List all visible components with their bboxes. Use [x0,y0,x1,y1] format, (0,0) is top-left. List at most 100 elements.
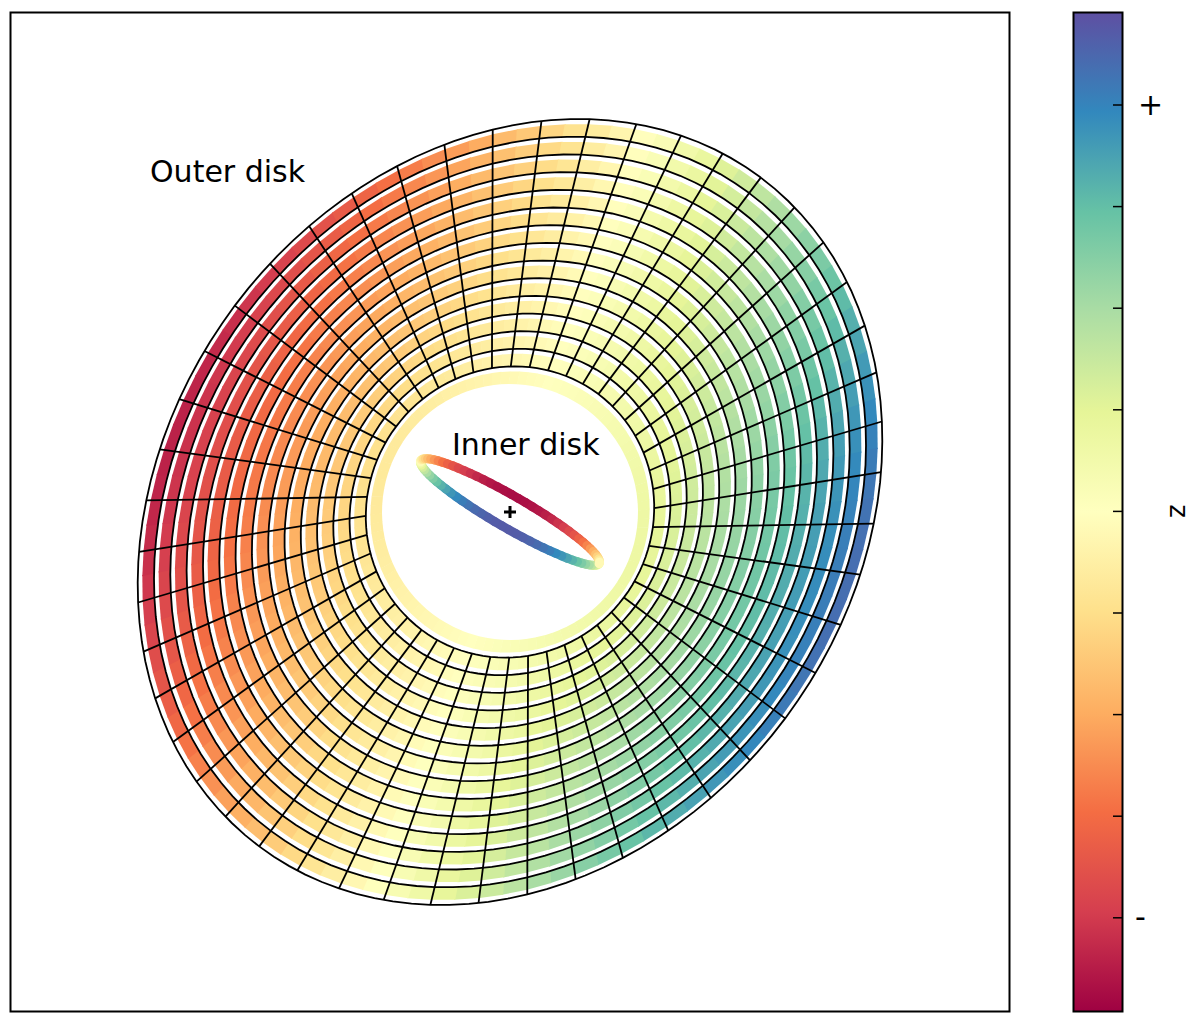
spoke-line [160,449,371,478]
spoke-line [138,535,367,603]
spoke-line [611,612,750,760]
ring-line [317,314,703,711]
ring-line [154,137,866,887]
ring-line [333,331,686,693]
colorbar-tick [1113,511,1123,513]
inner-disk [420,459,599,566]
ring-line [285,278,736,746]
disk-cell [464,833,487,847]
disk-cell [653,517,666,528]
spoke-line [643,564,841,625]
colorbar-tick [1113,917,1123,919]
colorbar-end-label: + [1138,90,1163,120]
spoke-line [649,546,860,575]
spoke-line [653,421,882,489]
colorbar-tick [1113,409,1123,411]
disk-cell [398,158,425,181]
spoke-line [155,571,376,698]
disk-cell [637,518,649,528]
colorbar-tick [1113,714,1123,716]
spoke-line [644,326,865,453]
outer-disk [138,119,883,905]
colorbar-tick [1113,612,1123,614]
disk-cell [483,373,492,387]
colorbar-end-label: - [1135,902,1146,932]
ring-line [187,172,834,852]
disk-cell [638,509,650,520]
disk-cell [371,496,383,506]
ring-line [301,296,719,728]
spoke-line [583,154,723,384]
spoke-line [624,597,785,718]
spoke-line [225,618,407,817]
spoke-line [204,351,385,443]
spoke-line [479,658,510,903]
disk-cell [667,265,689,286]
disk-cell [519,639,529,652]
spoke-line [530,119,590,367]
disk-cell [656,281,677,301]
disk-cell [142,572,154,601]
spoke-line [430,657,490,905]
spoke-line [564,645,622,858]
spoke-line [491,130,494,369]
disk-cell [849,428,861,456]
spoke-line [634,581,815,673]
spoke-line [235,306,396,427]
spoke-line [566,136,681,376]
disk-cell [159,546,172,573]
ring-line [252,243,768,781]
colorbar-ticks [1113,105,1123,918]
spoke-line [581,636,668,831]
inner-disk-segment [595,562,604,563]
spoke-line [654,472,881,508]
spoke-line [548,124,636,370]
colorbar-axis-label: z [1166,504,1192,518]
colorbar-tick [1113,307,1123,309]
spoke-line [339,648,454,888]
spoke-line [526,656,529,895]
spoke-line [384,654,472,900]
spoke-line [146,497,367,501]
spoke-line [547,652,576,880]
spoke-line [179,399,377,460]
spoke-line [397,166,455,379]
disk-label: Outer disk [150,157,305,187]
disk-cell [536,635,546,649]
disk-cell [175,543,188,569]
colorbar-frame [1074,13,1123,1012]
spoke-line [270,264,409,412]
spoke-line [653,524,874,528]
disk-cell [816,459,829,484]
spoke-line [139,516,366,552]
spoke-line [352,193,439,388]
disk-cell [467,815,489,829]
colorbar-tick [1113,104,1123,106]
colorbar [1073,12,1123,1012]
disk-cell [492,372,502,385]
disk-cell [580,393,596,410]
ring-line [366,366,654,657]
disk-cell [474,780,494,794]
ring-line [203,190,817,834]
disk-cell [370,505,382,516]
disk-cell [833,432,845,458]
spoke-line [444,145,473,373]
spoke-line [197,604,396,782]
disk-cell [355,496,368,507]
disk-cell [175,565,187,591]
spoke-line [635,282,847,436]
disk-cell [159,569,171,597]
disk-cell [471,798,492,812]
disk-cell [183,375,205,403]
spoke-line [297,640,437,870]
disk-cell [595,843,622,866]
disk-cell [372,487,385,497]
disk-cell [533,177,556,191]
colorbar-tick [1113,815,1123,817]
disk-label: Inner disk [452,430,600,460]
ring-line [219,208,800,817]
disk-cell [528,213,549,227]
spoke-line [511,121,542,366]
